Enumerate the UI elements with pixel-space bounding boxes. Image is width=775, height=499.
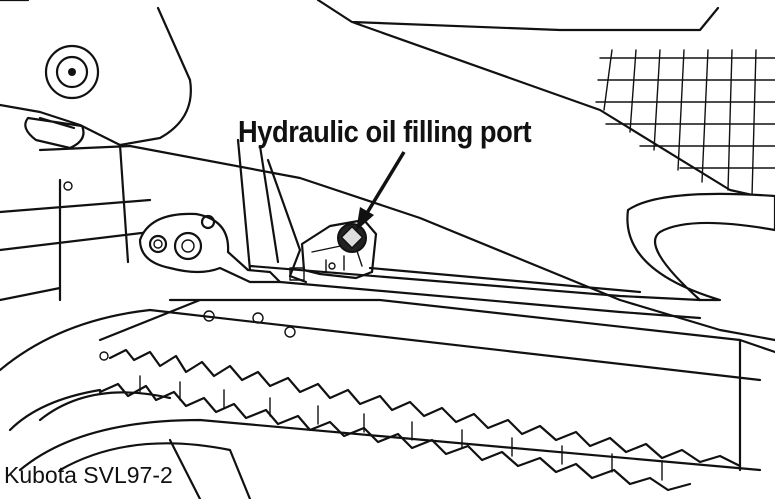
callout-label: Hydraulic oil filling port: [238, 114, 532, 149]
callout-arrow: [356, 151, 406, 231]
boom-outline: [316, 0, 775, 202]
strut: [236, 138, 308, 284]
idler: [38, 391, 252, 499]
track-frame-rail: [0, 264, 775, 354]
track-tread: [98, 348, 742, 492]
rear-grille: [595, 49, 775, 197]
link-plate: [138, 212, 282, 284]
main-frame: [0, 143, 775, 342]
bolt: [63, 181, 73, 191]
model-caption: Kubota SVL97-2: [4, 462, 173, 488]
upper-roller: [44, 44, 100, 100]
cab-frame: [0, 0, 192, 147]
track-body: [0, 308, 762, 472]
fender: [626, 192, 775, 302]
filling-port-cap: [337, 223, 367, 253]
